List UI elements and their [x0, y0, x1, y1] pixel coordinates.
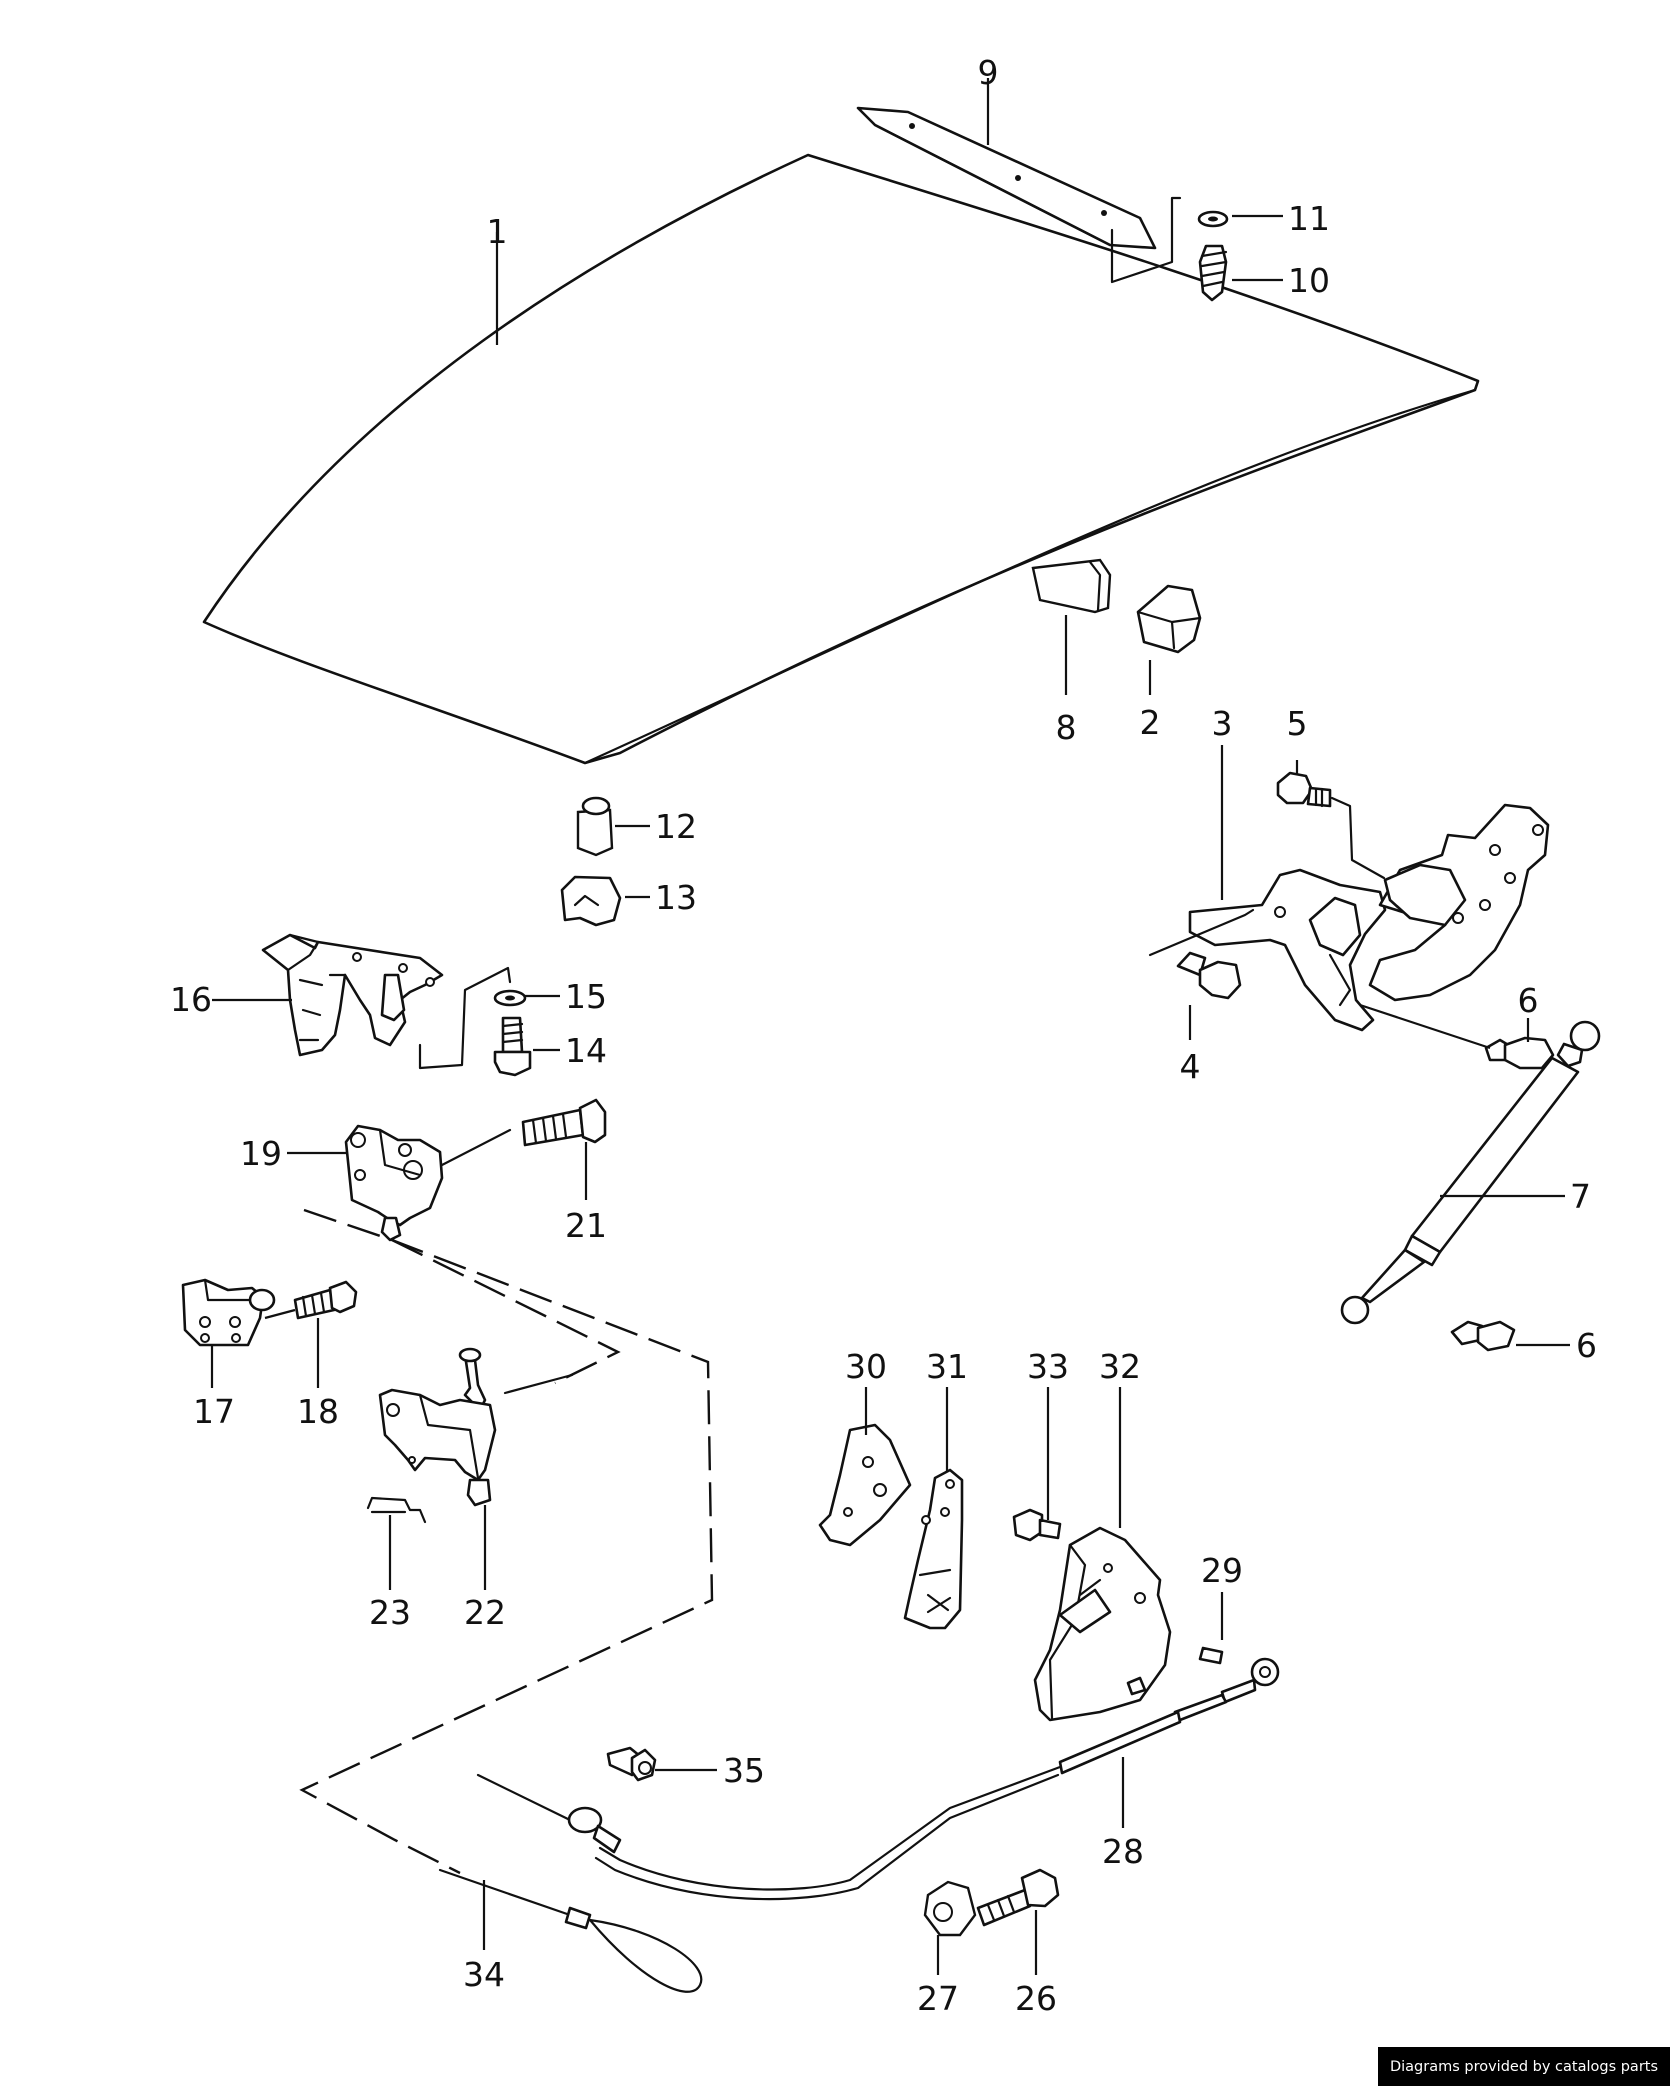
callout-6b: 6 — [1576, 1326, 1597, 1365]
part-7-gas-strut[interactable] — [1340, 1020, 1601, 1325]
bracket-line-10-11 — [1110, 196, 1182, 284]
part-4-bolt[interactable] — [1176, 951, 1242, 1000]
callout-30: 30 — [845, 1347, 887, 1386]
part-10-screw[interactable] — [1198, 244, 1228, 302]
part-35-grommet[interactable] — [606, 1746, 657, 1782]
callout-13: 13 — [655, 878, 697, 917]
callout-35: 35 — [723, 1751, 765, 1790]
part-2-clip[interactable] — [1136, 584, 1202, 654]
part-27-cap[interactable] — [923, 1880, 977, 1937]
callout-15: 15 — [565, 977, 607, 1016]
part-26-bolt[interactable] — [976, 1868, 1060, 1927]
callout-27: 27 — [917, 1979, 959, 2018]
callout-16: 16 — [170, 980, 212, 1019]
credit-banner: Diagrams provided by catalogs parts — [1378, 2047, 1670, 2086]
callout-18: 18 — [297, 1392, 339, 1431]
part-34-lock-cable[interactable] — [438, 1773, 703, 1993]
callout-26: 26 — [1015, 1979, 1057, 2018]
part-15-washer[interactable] — [493, 989, 527, 1007]
callout-1: 1 — [487, 212, 508, 251]
part-16-lock-bracket[interactable] — [261, 933, 444, 1057]
callout-32: 32 — [1099, 1347, 1141, 1386]
callout-29: 29 — [1201, 1551, 1243, 1590]
callout-21: 21 — [565, 1206, 607, 1245]
part-6-ball-stud-lower[interactable] — [1450, 1320, 1516, 1352]
bracket-line-14-15 — [418, 966, 512, 1070]
part-14-bolt[interactable] — [493, 1016, 532, 1077]
callout-34: 34 — [463, 1955, 505, 1994]
callout-11: 11 — [1288, 199, 1330, 238]
callout-3: 3 — [1212, 704, 1233, 743]
part-21-bolt[interactable] — [521, 1098, 607, 1147]
callout-31: 31 — [926, 1347, 968, 1386]
leader-lines — [210, 78, 1570, 1975]
part-11-washer[interactable] — [1197, 210, 1229, 228]
part-31-lever[interactable] — [903, 1468, 964, 1630]
part-33-bolt[interactable] — [1012, 1508, 1062, 1542]
callout-23: 23 — [369, 1593, 411, 1632]
callout-2: 2 — [1140, 703, 1161, 742]
part-3-hinge[interactable] — [1188, 868, 1387, 1032]
leader-22-pin — [503, 1373, 574, 1395]
callout-33: 33 — [1027, 1347, 1069, 1386]
bracket-line-4 — [1148, 908, 1255, 957]
part-28-cable[interactable] — [594, 1657, 1280, 1901]
part-13-cap[interactable] — [560, 875, 622, 927]
callout-28: 28 — [1102, 1832, 1144, 1871]
part-8-buffer[interactable] — [1031, 558, 1112, 614]
part-5-bolt[interactable] — [1276, 771, 1332, 808]
part-23-spring-clip[interactable] — [366, 1496, 427, 1524]
callout-22: 22 — [464, 1593, 506, 1632]
leader-hinge-6 — [1359, 1003, 1491, 1050]
callout-6a: 6 — [1518, 981, 1539, 1020]
part-29-pin[interactable] — [1198, 1646, 1224, 1665]
part-17-bracket[interactable] — [181, 1278, 276, 1347]
callout-12: 12 — [655, 807, 697, 846]
callout-4: 4 — [1180, 1047, 1201, 1086]
leader-5-hinge — [1330, 796, 1386, 880]
callout-19: 19 — [240, 1134, 282, 1173]
part-32-cover[interactable] — [1033, 1526, 1172, 1722]
assembly-guide-lines-2 — [391, 1238, 621, 1385]
callout-8: 8 — [1056, 708, 1077, 747]
part-18-bolt[interactable] — [293, 1280, 358, 1320]
part-12-bump-stop[interactable] — [576, 796, 614, 857]
callout-10: 10 — [1288, 261, 1330, 300]
callout-17: 17 — [193, 1392, 235, 1431]
part-1-front-lid[interactable] — [202, 153, 1480, 765]
part-hinge-plate[interactable] — [1368, 803, 1550, 1002]
callout-7: 7 — [1570, 1177, 1591, 1216]
leader-19-21 — [440, 1128, 512, 1167]
part-22-striker[interactable] — [378, 1347, 497, 1507]
callout-labels: 1 9 11 10 8 2 3 5 6 4 7 6 12 13 16 15 14… — [170, 53, 1597, 2018]
callout-9: 9 — [978, 53, 999, 92]
callout-5: 5 — [1287, 704, 1308, 743]
part-30-lever-plate[interactable] — [818, 1423, 912, 1547]
leader-17-18 — [264, 1308, 296, 1320]
part-19-lock[interactable] — [344, 1124, 444, 1242]
part-6-ball-stud-upper[interactable] — [1484, 1036, 1555, 1070]
part-9-seal-strip[interactable] — [856, 106, 1157, 250]
callout-14: 14 — [565, 1031, 607, 1070]
